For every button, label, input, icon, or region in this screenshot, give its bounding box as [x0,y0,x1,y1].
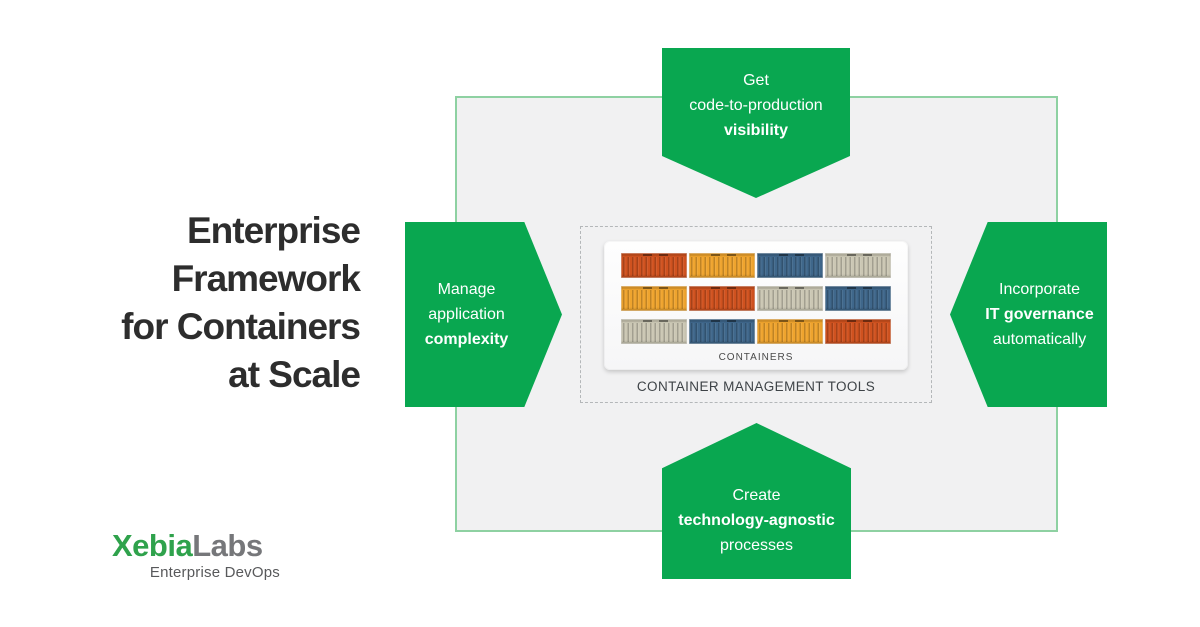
containers-label: CONTAINERS [718,352,794,363]
arrow-bottom-line-1: Create [732,486,781,504]
arrow-top-line-3: visibility [723,121,789,139]
container-management-tools-label: CONTAINER MANAGEMENT TOOLS [636,379,876,394]
container-blue [825,286,891,311]
container-blue [689,319,755,344]
arrow-bottom-line-2: technology-agnostic [678,511,835,529]
containers-card: CONTAINERS [604,241,908,370]
container-amber [621,286,687,311]
title-line-1: Enterprise [186,210,361,251]
arrow-right-governance: Incorporate IT governance automatically [950,222,1107,407]
container-red [825,319,891,344]
logo-labs-text: Labs [192,528,263,563]
xebialabs-logo: XebiaLabs Enterprise DevOps [112,530,280,582]
title-line-2: Framework [171,258,361,299]
logo-wordmark: XebiaLabs [112,530,280,562]
arrow-right-line-1: Incorporate [999,281,1080,298]
containers-grid [621,253,891,344]
arrow-left-line-1: Manage [437,281,496,298]
arrow-top-line-2: code-to-production [689,96,823,114]
logo-tagline: Enterprise DevOps [149,564,280,581]
container-beige [825,253,891,278]
arrow-left-complexity: Manage application complexity [405,222,562,407]
page-title: Enterprise Framework for Containers at S… [70,207,361,399]
arrow-left-line-3: complexity [424,331,509,348]
container-management-zone [580,226,932,403]
arrow-right-line-2: IT governance [985,306,1094,323]
container-amber [689,253,755,278]
container-red [689,286,755,311]
container-amber [757,319,823,344]
arrow-right-line-3: automatically [992,331,1087,348]
container-beige [757,286,823,311]
container-red [621,253,687,278]
logo-xebia-text: Xebia [112,528,193,563]
arrow-top-line-1: Get [743,71,769,89]
arrow-left-line-2: application [428,306,505,323]
arrow-bottom-line-3: processes [720,536,793,554]
container-blue [757,253,823,278]
container-beige [621,319,687,344]
title-line-3: for Containers [121,306,361,347]
title-line-4: at Scale [228,354,361,395]
